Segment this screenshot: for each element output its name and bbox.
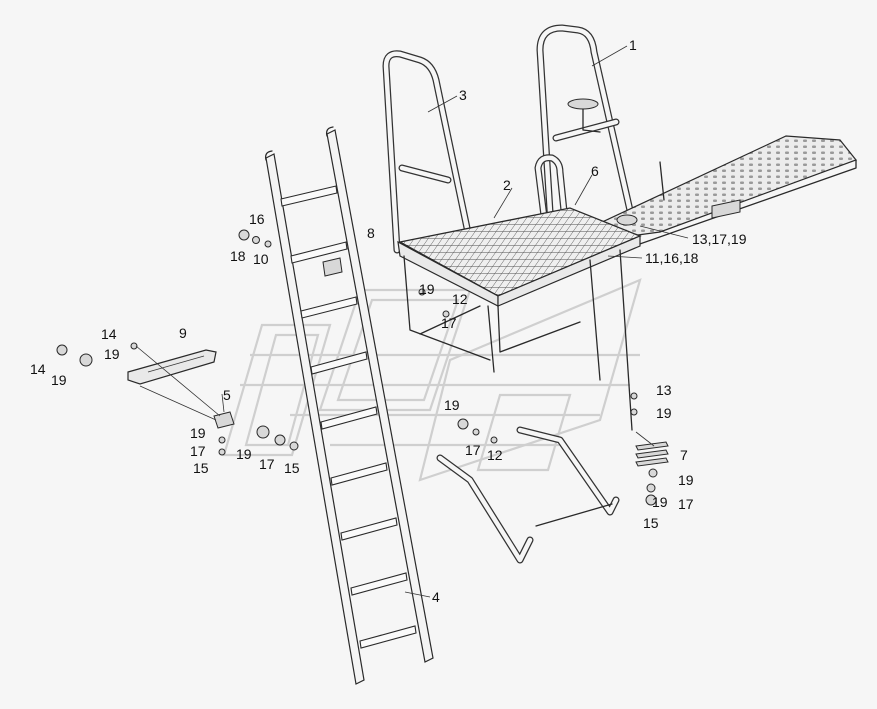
callout-8: 8	[367, 225, 375, 241]
hardware-fasteners	[56, 229, 658, 506]
callout-14-b: 14	[30, 361, 46, 377]
callout-15-c: 15	[643, 515, 659, 531]
callout-14-a: 14	[101, 326, 117, 342]
callout-7: 7	[680, 447, 688, 463]
callout-11-16-18: 11,16,18	[645, 250, 699, 266]
clamp-part-5	[213, 411, 235, 429]
handle-part-6	[534, 154, 572, 254]
callout-10: 10	[253, 251, 269, 267]
callout-5: 5	[223, 387, 231, 403]
callout-19-h: 19	[678, 472, 694, 488]
callout-17-b: 17	[190, 443, 206, 459]
callout-2: 2	[503, 177, 511, 193]
callout-19-g: 19	[656, 405, 672, 421]
callout-15-a: 15	[193, 460, 209, 476]
callout-6: 6	[591, 163, 599, 179]
callout-18: 18	[230, 248, 246, 264]
step-plate-part-9	[127, 349, 217, 385]
callout-17-a: 17	[441, 315, 457, 331]
watermark-logo	[222, 278, 642, 482]
callout-15-b: 15	[284, 460, 300, 476]
shims-part-7	[635, 441, 669, 467]
callout-9: 9	[179, 325, 187, 341]
callout-19-f: 19	[444, 397, 460, 413]
handrail-part-1	[536, 24, 638, 232]
callout-17-d: 17	[465, 442, 481, 458]
callout-leaders	[135, 45, 689, 447]
callout-12-a: 12	[452, 291, 468, 307]
callout-19-e: 19	[419, 281, 435, 297]
callout-3: 3	[459, 87, 467, 103]
handrail-part-3	[382, 50, 484, 294]
callout-19-c: 19	[190, 425, 206, 441]
ladder-bracket	[322, 257, 343, 277]
callout-13-17-19: 13,17,19	[692, 231, 747, 247]
ladder-rungs	[280, 185, 417, 649]
callout-13-b: 13	[656, 382, 672, 398]
callout-17-c: 17	[259, 456, 275, 472]
platform-part-2	[397, 207, 642, 431]
callout-1: 1	[629, 37, 637, 53]
callout-4: 4	[432, 589, 440, 605]
callout-19-d: 19	[236, 446, 252, 462]
ladder-part-8	[264, 126, 434, 685]
lower-frame	[436, 426, 620, 564]
callout-16: 16	[249, 211, 265, 227]
callout-17-e: 17	[678, 496, 694, 512]
callout-19-a: 19	[104, 346, 120, 362]
callout-19-i: 19	[652, 494, 668, 510]
callout-12-b: 12	[487, 447, 503, 463]
callout-19-b: 19	[51, 372, 67, 388]
